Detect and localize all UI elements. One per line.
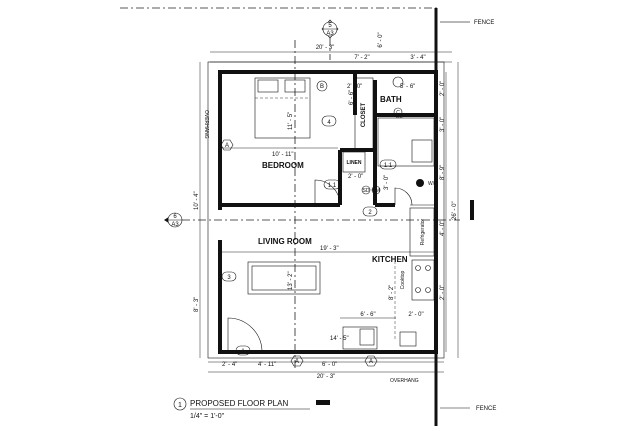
dim-bedroom-width: 10' - 11"	[272, 152, 294, 158]
svg-text:5' - 6": 5' - 6"	[400, 84, 415, 90]
svg-text:B: B	[320, 84, 324, 90]
svg-text:6' - 6": 6' - 6"	[349, 90, 355, 105]
svg-text:OVERHANG: OVERHANG	[203, 110, 209, 139]
dim-living-height: 13' - 2"	[288, 271, 294, 290]
svg-text:W/D: W/D	[428, 181, 438, 187]
svg-text:A3: A3	[171, 222, 179, 228]
closet: CLOSET	[354, 77, 374, 151]
tag-sd: SD	[361, 185, 371, 195]
svg-text:4: 4	[327, 120, 331, 126]
svg-text:A: A	[225, 143, 229, 149]
svg-text:1.1: 1.1	[328, 183, 337, 189]
svg-text:3' - 0": 3' - 0"	[384, 175, 390, 190]
svg-text:A: A	[295, 359, 299, 365]
tag-2: 2	[362, 206, 378, 217]
section-marker-left: 6 A3	[164, 212, 460, 228]
sofa	[247, 261, 321, 295]
svg-text:CLOSET: CLOSET	[361, 103, 367, 128]
svg-text:8' - 2": 8' - 2"	[389, 285, 395, 300]
svg-text:4' - 11": 4' - 11"	[258, 362, 276, 368]
svg-text:6' - 0": 6' - 0"	[322, 362, 337, 368]
svg-text:14' - 5": 14' - 5"	[330, 336, 349, 342]
tag-c: C	[393, 107, 403, 117]
svg-text:C: C	[396, 110, 400, 116]
svg-text:10' - 4": 10' - 4"	[194, 191, 200, 210]
svg-text:Cooktop: Cooktop	[400, 270, 406, 289]
svg-text:3' - 0": 3' - 0"	[440, 117, 446, 132]
svg-text:SD: SD	[363, 188, 370, 194]
tag-b: B	[316, 80, 328, 92]
svg-text:2' - 0": 2' - 0"	[348, 174, 363, 180]
dim-overall-side: 26' - 0"	[452, 201, 458, 220]
dim-top-right: 3' - 4"	[410, 55, 425, 61]
dim-overall-bottom: 20' - 3"	[317, 374, 336, 380]
overhang-outline	[207, 61, 445, 359]
svg-text:35": 35"	[396, 114, 405, 120]
tag-a-bottom-1: A	[290, 355, 304, 367]
svg-text:A3: A3	[326, 31, 334, 37]
svg-text:OVERHANG: OVERHANG	[390, 378, 419, 384]
drawing-number: 1	[178, 402, 182, 409]
entry-door	[227, 317, 263, 353]
svg-text:8' - 9": 8' - 9"	[440, 165, 446, 180]
dim-bedroom-height: 11' - 5"	[288, 112, 294, 130]
svg-text:LINEN: LINEN	[347, 160, 362, 166]
title-block: 1 PROPOSED FLOOR PLAN 1/4" = 1'-0"	[173, 397, 330, 420]
room-kitchen: KITCHEN	[372, 255, 408, 264]
tag-1-1-a: 1.1	[323, 179, 341, 190]
linen-closet	[342, 151, 366, 173]
fence-label-top: FENCE	[474, 20, 494, 26]
svg-text:2' - 0": 2' - 0"	[440, 81, 446, 96]
svg-text:8' - 3": 8' - 3"	[194, 297, 200, 312]
dim-living-width: 19' - 3"	[320, 246, 339, 252]
dim-overall-top: 20' - 3"	[316, 45, 335, 51]
dim-side-setback: 6' - 0"	[378, 32, 384, 47]
tag-3: 3	[221, 271, 237, 282]
bath-door	[394, 187, 413, 206]
room-living: LIVING ROOM	[258, 237, 312, 246]
fence-label-bottom: FENCE	[476, 406, 496, 412]
shower	[377, 117, 435, 167]
tag-a-bottom-2: A	[364, 355, 378, 367]
room-bath: BATH	[380, 95, 402, 104]
svg-text:2' - 0": 2' - 0"	[440, 285, 446, 300]
section-marker-top: 5 A3	[321, 19, 339, 39]
svg-text:2' - 0": 2' - 0"	[408, 312, 423, 318]
exterior-walls	[218, 70, 438, 354]
drawing-scale: 1/4" = 1'-0"	[190, 413, 225, 420]
svg-text:CM: CM	[372, 188, 380, 194]
tag-1-door: 1	[235, 345, 251, 356]
svg-text:6: 6	[173, 214, 177, 220]
bedroom-door	[314, 179, 341, 206]
svg-text:6' - 6": 6' - 6"	[360, 312, 375, 318]
svg-text:A: A	[369, 359, 373, 365]
bed	[254, 77, 311, 139]
kitchen-cabinets: Refrigerator Cooktop	[342, 207, 435, 350]
room-bedroom: BEDROOM	[262, 161, 304, 170]
svg-text:3: 3	[227, 275, 231, 281]
svg-text:Refrigerator: Refrigerator	[420, 218, 426, 245]
svg-text:2' - 4": 2' - 4"	[222, 362, 237, 368]
svg-text:2: 2	[368, 210, 372, 216]
toilet	[392, 76, 404, 88]
svg-text:5: 5	[328, 23, 332, 29]
tag-4: 4	[321, 115, 337, 127]
dim-top-left: 7' - 2"	[354, 55, 369, 61]
vanity	[411, 139, 433, 163]
tag-1-1-b: 1.1	[379, 159, 397, 170]
svg-text:1.1: 1.1	[384, 163, 393, 169]
drawing-title: PROPOSED FLOOR PLAN	[190, 399, 288, 408]
tag-cm: CM	[371, 185, 381, 195]
svg-text:4' - 0": 4' - 0"	[440, 221, 446, 236]
svg-text:1: 1	[241, 349, 245, 355]
tag-a-left: A	[220, 139, 234, 151]
svg-text:2' - 0": 2' - 0"	[347, 84, 362, 90]
